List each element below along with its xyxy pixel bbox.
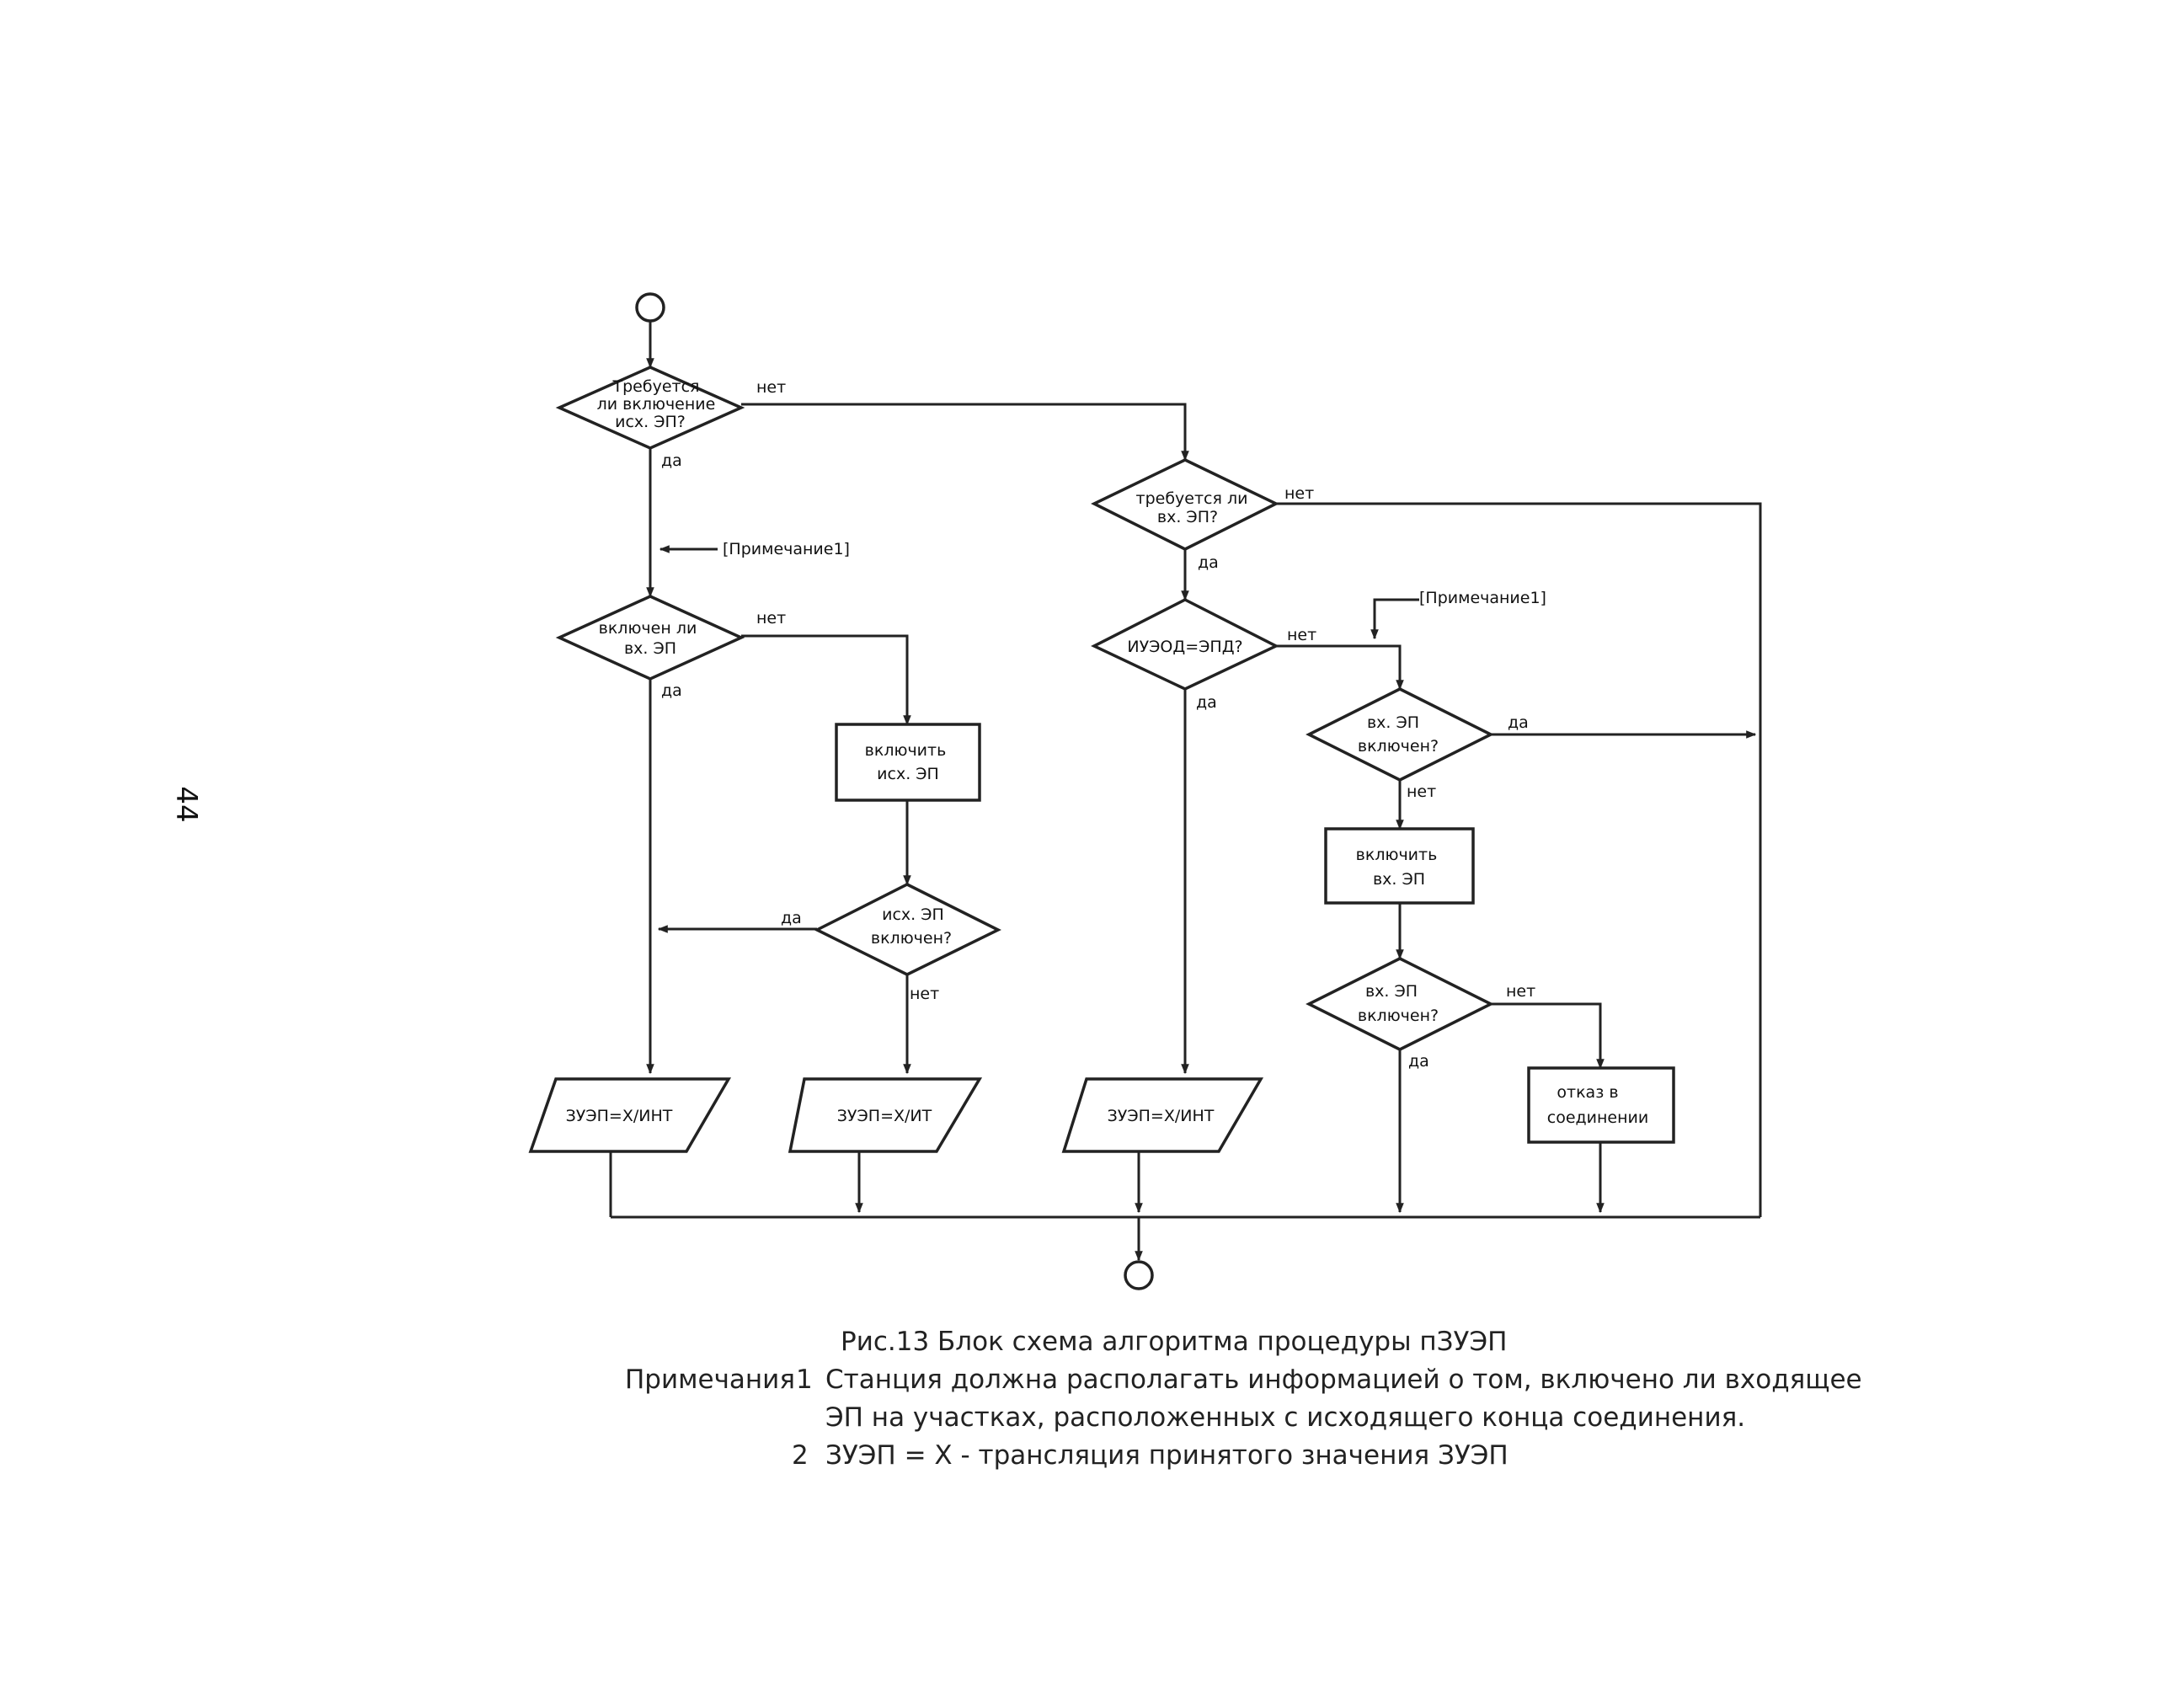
d2-line-2: вх. ЭП xyxy=(624,639,676,658)
note1-line1: Станция должна располагать информацией о… xyxy=(825,1365,1862,1395)
decision-include-outgoing xyxy=(555,366,745,450)
d1-line-2: ли включение xyxy=(597,395,716,414)
page-number: 44 xyxy=(169,786,203,822)
label-d7-yes: да xyxy=(1408,1052,1429,1071)
p2-text: ЗУЭП=Х/ИТ xyxy=(837,1107,932,1125)
d7-line-1: вх. ЭП xyxy=(1365,982,1418,1001)
svg-text:Требуется ли включение: Требуется ли включение исх. ЭП? xyxy=(597,377,721,431)
label-d6-no: нет xyxy=(1407,782,1436,801)
svg-text:отказ в соединении: отказ в соединении xyxy=(1547,1083,1648,1127)
b2-line-1: включить xyxy=(1356,846,1438,864)
decision-incoming-enabled-1 xyxy=(1306,687,1494,782)
label-d3-yes: да xyxy=(781,909,802,927)
svg-text:вх. ЭП включен?: вх. ЭП включен? xyxy=(1358,982,1439,1025)
connectors xyxy=(609,322,1762,1262)
d3-line-1: исх. ЭП xyxy=(882,905,944,924)
p1-text: ЗУЭП=Х/ИНТ xyxy=(566,1107,673,1125)
label-d2-no: нет xyxy=(756,609,786,628)
d4-line-1: требуется ли xyxy=(1136,489,1248,508)
label-note-left: [Примечание1] xyxy=(723,540,850,558)
svg-text:вх. ЭП включен?: вх. ЭП включен? xyxy=(1358,713,1439,756)
process-enable-outgoing xyxy=(835,723,981,802)
d1-line-3: исх. ЭП? xyxy=(615,413,686,431)
svg-text:исх. ЭП включен?: исх. ЭП включен? xyxy=(871,905,952,948)
d4-line-2: вх. ЭП? xyxy=(1157,508,1218,526)
d7-line-2: включен? xyxy=(1358,1007,1439,1025)
b3-line-1: отказ в xyxy=(1557,1083,1618,1102)
svg-text:требуется ли вх. ЭП?: требуется ли вх. ЭП? xyxy=(1136,489,1253,526)
d2-line-1: включен ли xyxy=(599,619,697,638)
label-note-right: [Примечание1] xyxy=(1419,589,1546,607)
edge-labels: нет да [Примечание1] нет да да нет нет д… xyxy=(661,378,1546,1071)
label-d1-yes: да xyxy=(661,451,682,470)
b3-line-2: соединении xyxy=(1547,1108,1648,1127)
note1-line2: ЭП на участках, расположенных с исходяще… xyxy=(825,1402,1746,1433)
label-d6-yes: да xyxy=(1508,713,1529,732)
decision-incoming-required xyxy=(1091,458,1279,551)
output-zuep-x-it xyxy=(788,1077,983,1153)
note2-number: 2 xyxy=(792,1440,809,1471)
d5-text: ИУЭОД=ЭПД? xyxy=(1127,638,1242,656)
output-zuep-x-int-1 xyxy=(528,1077,732,1153)
label-d4-no: нет xyxy=(1284,484,1314,503)
process-connection-refused xyxy=(1527,1066,1675,1144)
label-d1-no: нет xyxy=(756,378,786,397)
decision-iueod-epd xyxy=(1091,598,1279,691)
b1-line-2: исх. ЭП xyxy=(877,765,939,783)
svg-text:включен ли вх. ЭП: включен ли вх. ЭП xyxy=(599,619,702,658)
note2-text: ЗУЭП = Х - трансляция принятого значения… xyxy=(825,1440,1509,1471)
d6-line-1: вх. ЭП xyxy=(1367,713,1419,732)
svg-text:включить вх. ЭП: включить вх. ЭП xyxy=(1356,846,1443,889)
label-d2-yes: да xyxy=(661,681,682,700)
p3-text: ЗУЭП=Х/ИНТ xyxy=(1108,1107,1215,1125)
start-terminal xyxy=(635,292,665,323)
notes-label: Примечания xyxy=(625,1365,795,1395)
b1-line-1: включить xyxy=(865,741,947,760)
note1-number: 1 xyxy=(796,1365,813,1395)
label-d5-no: нет xyxy=(1287,626,1316,644)
end-terminal xyxy=(1124,1260,1154,1290)
decision-incoming-enabled-2 xyxy=(1306,957,1494,1051)
b2-line-2: вх. ЭП xyxy=(1373,870,1425,889)
decision-incoming-on xyxy=(555,595,745,681)
svg-text:включить исх. ЭП: включить исх. ЭП xyxy=(865,741,952,783)
label-d4-yes: да xyxy=(1198,553,1219,572)
output-zuep-x-int-2 xyxy=(1061,1077,1264,1153)
label-d3-no: нет xyxy=(910,985,939,1003)
d3-line-2: включен? xyxy=(871,929,952,948)
d6-line-2: включен? xyxy=(1358,737,1439,756)
decision-outgoing-on xyxy=(814,883,1001,976)
d1-line-1: Требуется xyxy=(612,377,700,396)
label-d7-no: нет xyxy=(1506,982,1535,1001)
figure-title: Рис.13 Блок схема алгоритма процедуры пЗ… xyxy=(841,1327,1508,1357)
label-d5-yes: да xyxy=(1196,693,1217,712)
process-enable-incoming xyxy=(1324,827,1475,905)
